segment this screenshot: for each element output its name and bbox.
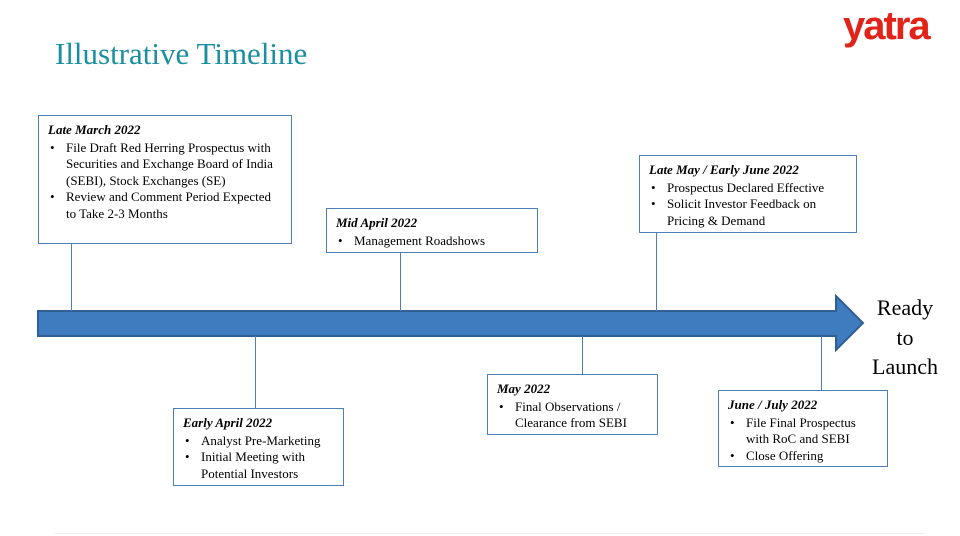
milestone-may: May 2022 Final Observations / Clearance … (487, 374, 658, 435)
milestone-early-april: Early April 2022 Analyst Pre-Marketing I… (173, 408, 344, 486)
milestone-bullets: File Final Prospectus with RoC and SEBI … (728, 415, 878, 465)
connector-early-april (255, 336, 256, 408)
to-line: to (896, 324, 914, 350)
milestone-bullets: Final Observations / Clearance from SEBI (497, 399, 648, 432)
milestone-bullet: Initial Meeting with Potential Investors (183, 449, 334, 482)
milestone-bullet: Prospectus Declared Effective (649, 180, 847, 197)
connector-june-july (821, 336, 822, 390)
launch-line: Launch (872, 354, 938, 379)
milestone-date: Late May / Early June 2022 (649, 162, 799, 177)
milestone-bullet: Close Offering (728, 448, 878, 465)
milestone-bullets: Prospectus Declared Effective Solicit In… (649, 180, 847, 230)
milestone-late-may: Late May / Early June 2022 Prospectus De… (639, 155, 857, 233)
connector-late-march (71, 244, 72, 311)
milestone-bullets: Analyst Pre-Marketing Initial Meeting wi… (183, 433, 334, 483)
connector-mid-april (400, 252, 401, 311)
milestone-date: Mid April 2022 (336, 215, 418, 230)
milestone-mid-april: Mid April 2022 Management Roadshows (326, 208, 538, 253)
milestone-date: Late March 2022 (48, 122, 141, 137)
milestone-bullet: Final Observations / Clearance from SEBI (497, 399, 648, 432)
connector-may (582, 336, 583, 374)
yatra-logo: yatra (843, 4, 931, 48)
footer-divider (55, 533, 925, 534)
milestone-date: June / July 2022 (728, 397, 818, 412)
milestone-late-march: Late March 2022 File Draft Red Herring P… (38, 115, 292, 244)
milestone-bullet: Analyst Pre-Marketing (183, 433, 334, 450)
milestone-bullets: File Draft Red Herring Prospectus with S… (48, 140, 282, 223)
ready-to-launch-label: Ready to Launch (866, 293, 944, 382)
timeline-arrow-shape (37, 293, 865, 353)
milestone-bullets: Management Roadshows (336, 233, 528, 250)
milestone-date: May 2022 (497, 381, 551, 396)
milestone-bullet: Management Roadshows (336, 233, 528, 250)
milestone-bullet: File Draft Red Herring Prospectus with S… (48, 140, 282, 190)
milestone-bullet: Solicit Investor Feedback on Pricing & D… (649, 196, 847, 229)
ready-line: Ready (876, 295, 934, 320)
milestone-date: Early April 2022 (183, 415, 273, 430)
milestone-bullet: Review and Comment Period Expected to Ta… (48, 189, 282, 222)
connector-late-may (656, 232, 657, 311)
milestone-bullet: File Final Prospectus with RoC and SEBI (728, 415, 878, 448)
milestone-june-july: June / July 2022 File Final Prospectus w… (718, 390, 888, 467)
page-title: Illustrative Timeline (55, 36, 308, 71)
